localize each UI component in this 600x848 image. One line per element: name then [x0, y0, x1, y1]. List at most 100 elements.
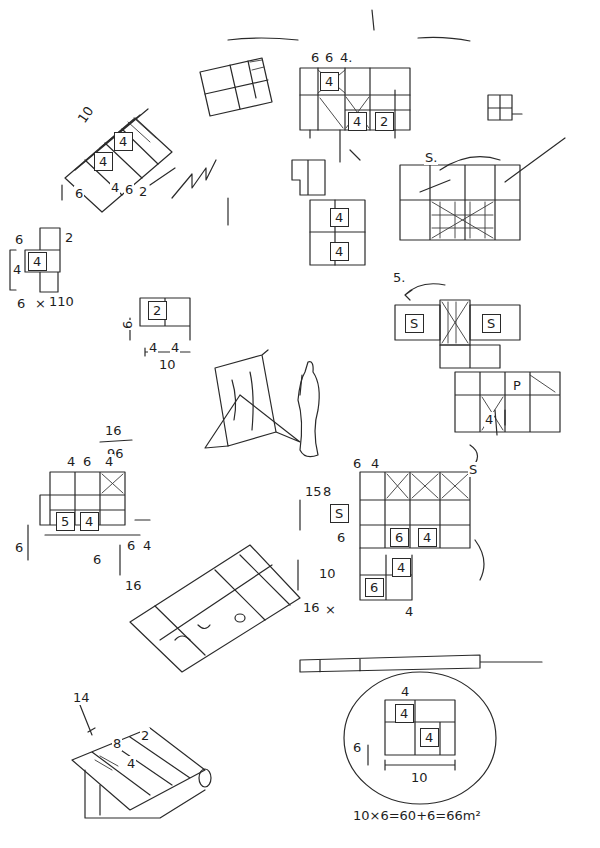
- cell-number: 2: [153, 303, 162, 318]
- dimension-number: 6: [310, 50, 320, 65]
- dimension-number: 4: [404, 604, 414, 619]
- plan-cell: 4: [330, 208, 349, 227]
- plan-cell: S: [330, 504, 349, 523]
- plan-cell: 5: [56, 512, 75, 531]
- sketch-stroke: [155, 555, 290, 655]
- sketch-stroke: [495, 410, 505, 435]
- dimension-number: 4: [126, 756, 136, 771]
- sketch-stroke: [372, 10, 374, 30]
- sketch-stroke: [172, 160, 216, 198]
- sketch-stroke: [387, 474, 468, 498]
- sketch-stroke: [442, 302, 468, 343]
- sketch-stroke: [95, 756, 118, 770]
- cell-number: 4: [325, 74, 334, 89]
- sketch-stroke: [300, 375, 302, 395]
- dimension-number: 4: [170, 340, 180, 355]
- dimension-number: 4: [400, 684, 410, 699]
- sketch-stroke: [368, 745, 455, 770]
- dimension-number: 6: [14, 232, 24, 247]
- dimension-number: 4: [484, 412, 494, 427]
- plan-cell: S: [405, 314, 424, 333]
- sketch-stroke: [300, 655, 542, 672]
- sketch-stroke: [85, 770, 205, 818]
- sketch-stroke: [200, 58, 272, 116]
- dimension-number: 6: [124, 182, 134, 197]
- dimension-number: 6: [74, 186, 84, 201]
- sketch-stroke: [440, 300, 470, 345]
- dimension-number: 4: [104, 454, 114, 469]
- sketch-stroke: [175, 625, 210, 640]
- sketch-stroke: [470, 305, 520, 340]
- cell-number: 6: [370, 580, 379, 595]
- plan-cell: 6: [365, 578, 384, 597]
- dimension-number: 6: [352, 456, 362, 471]
- cell-number: 4: [33, 254, 42, 269]
- dimension-number: 6: [324, 50, 334, 65]
- dimension-number: 8: [112, 736, 122, 751]
- dimension-number: 6: [126, 538, 136, 553]
- plan-cell: 4: [395, 704, 414, 723]
- sketch-stroke: [482, 375, 555, 430]
- dimension-number: 6: [120, 320, 135, 330]
- dimension-number: 16: [302, 600, 321, 615]
- sketch-stroke: [250, 60, 264, 70]
- plan-cell: 4: [28, 252, 47, 271]
- plan-cell: 4: [114, 132, 133, 151]
- dimension-number: 4: [148, 340, 158, 355]
- dimension-number: ×: [324, 602, 337, 617]
- sketch-stroke: [228, 37, 470, 41]
- cell-number: S: [410, 316, 419, 331]
- plan-cell: 4: [320, 72, 339, 91]
- dimension-number: 6: [352, 740, 362, 755]
- sketch-stroke: [300, 68, 410, 130]
- dimension-number: 4.: [339, 50, 353, 65]
- plan-cell: 6: [390, 528, 409, 547]
- plan-cell: 4: [392, 558, 411, 577]
- cell-number: 4: [335, 244, 344, 259]
- dimension-number: 2: [140, 728, 150, 743]
- plan-cell: 4: [420, 728, 439, 747]
- dimension-number: S.: [424, 150, 438, 165]
- plan-cell: 4: [418, 528, 437, 547]
- sketch-stroke: [130, 298, 190, 340]
- sketch-stroke: [205, 61, 268, 109]
- cell-number: 4: [119, 134, 128, 149]
- dimension-number: 110: [48, 294, 75, 309]
- dimension-number: 10: [158, 357, 177, 372]
- sketch-stroke: [130, 545, 300, 672]
- cell-number: 4: [99, 154, 108, 169]
- sketch-stroke: [432, 202, 493, 238]
- dimension-number: 2: [64, 230, 74, 245]
- sketch-stroke: [455, 372, 560, 432]
- cell-number: 4: [353, 114, 362, 129]
- cell-number: 4: [397, 560, 406, 575]
- dimension-number: 5.: [392, 270, 406, 285]
- plan-cell: 2: [375, 112, 394, 131]
- plan-cell: 2: [148, 301, 167, 320]
- sketch-stroke: [395, 305, 440, 340]
- cell-number: S: [487, 316, 496, 331]
- sketch-stroke: [292, 160, 325, 195]
- sketch-stroke: [344, 672, 496, 804]
- sketch-stroke: [298, 500, 300, 590]
- cell-number: 5: [61, 514, 70, 529]
- sketch-stroke: [72, 728, 205, 810]
- sketch-stroke: [488, 95, 522, 120]
- dimension-number: 6: [336, 530, 346, 545]
- dimension-number: 15: [304, 484, 323, 499]
- cell-number: 4: [425, 730, 434, 745]
- sketch-stroke: [310, 130, 395, 138]
- sketch-stroke: [340, 130, 360, 162]
- sketch-stroke: [310, 200, 365, 265]
- sketch-stroke: [102, 474, 123, 493]
- dimension-number: 4: [66, 454, 76, 469]
- dimension-number: ×: [34, 296, 47, 311]
- cell-number: S: [335, 506, 344, 521]
- plan-cell: 4: [348, 112, 367, 131]
- sketch-stroke: [440, 345, 500, 368]
- sketch-stroke: [232, 372, 253, 430]
- cell-number: 4: [423, 530, 432, 545]
- plan-cell: S: [482, 314, 501, 333]
